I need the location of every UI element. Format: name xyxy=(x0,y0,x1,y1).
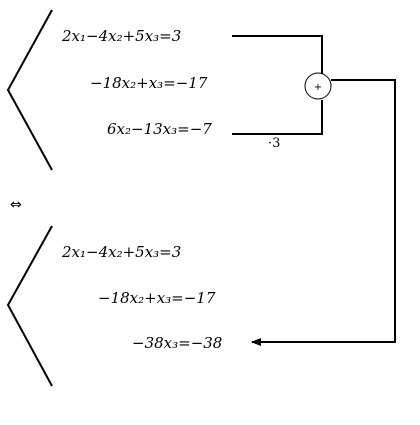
top-eq3: 6x₂−13x₃=−7 xyxy=(107,120,212,138)
bottom-eq1: 2x₁−4x₂+5x₃=3 xyxy=(62,243,182,261)
bottom-eq3: −38x₃=−38 xyxy=(132,334,223,352)
result-arrow xyxy=(251,79,396,346)
bottom-eq2: −18x₂+x₃=−17 xyxy=(98,289,216,307)
plus-symbol: + xyxy=(314,82,322,93)
connector-eq3 xyxy=(232,100,323,135)
top-system-bracket xyxy=(6,9,53,171)
sum-circle xyxy=(304,72,332,100)
top-eq1: 2x₁−4x₂+5x₃=3 xyxy=(62,27,182,45)
multiplier-label: ·3 xyxy=(268,136,281,151)
equivalence-symbol: ⇔ xyxy=(10,197,22,213)
bottom-system-bracket xyxy=(6,225,53,387)
top-eq2: −18x₂+x₃=−17 xyxy=(90,74,208,92)
